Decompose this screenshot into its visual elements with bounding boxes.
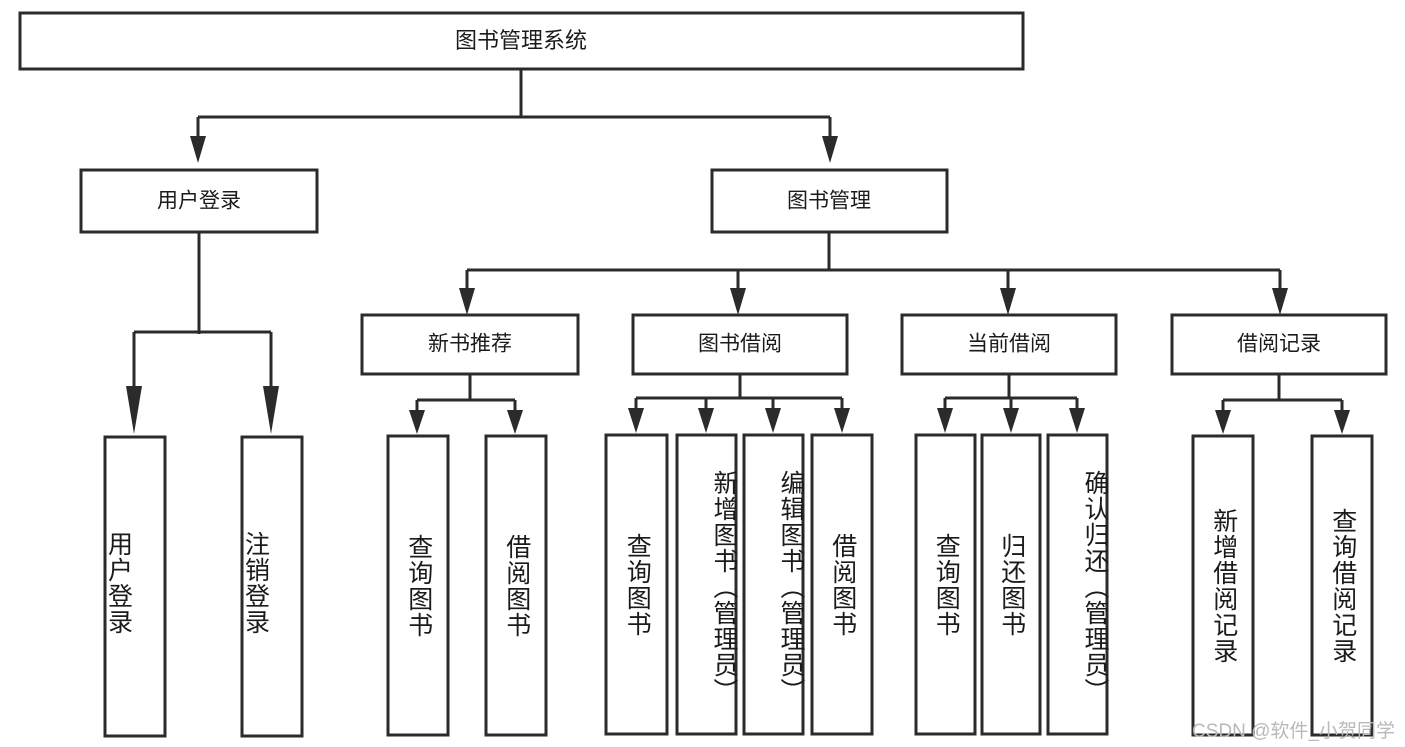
node-book-borrow-box[interactable] xyxy=(631,313,849,376)
arrow-nbr-leaf-1 xyxy=(507,410,523,434)
node-new-book-recommend[interactable]: 新书推荐 xyxy=(360,313,580,376)
node-borrow-record-label: 借阅记录 xyxy=(1237,333,1321,356)
arrow-nbr-leaf-0 xyxy=(409,410,425,434)
leaf-box-current-borrow-2[interactable] xyxy=(1046,433,1109,736)
leaf-box-book-borrow-2[interactable] xyxy=(742,433,805,736)
leaf-box-book-borrow-1[interactable] xyxy=(675,433,738,736)
node-current-borrow-label: 当前借阅 xyxy=(967,333,1051,356)
node-book-borrow-label: 图书借阅 xyxy=(698,333,782,356)
arrow-user-login-leaf-0 xyxy=(126,386,142,434)
arrow-bb-leaf-3 xyxy=(834,408,850,433)
node-user-login[interactable]: 用户登录 xyxy=(79,168,319,234)
node-borrow-record[interactable]: 借阅记录 xyxy=(1170,313,1388,376)
leaf-box-current-borrow-0[interactable] xyxy=(914,433,977,736)
arrow-user-login-leaf-1 xyxy=(263,386,279,434)
node-book-management-box[interactable] xyxy=(710,168,949,234)
node-new-book-recommend-box[interactable] xyxy=(360,313,580,376)
leaf-box-book-borrow-0[interactable] xyxy=(604,433,669,736)
csdn-watermark: CSDN @软件_小贺同学 xyxy=(1192,721,1395,742)
node-root[interactable]: 图书管理系统 xyxy=(18,11,1025,71)
arrow-level2-3 xyxy=(1272,288,1288,315)
leaf-box-new-book-recommend-0[interactable] xyxy=(386,434,450,737)
arrow-level1-1 xyxy=(822,136,838,163)
mask-user-login-stem xyxy=(190,334,208,416)
arrow-cb-leaf-0 xyxy=(937,408,953,433)
arrow-level2-0 xyxy=(459,288,475,315)
arrow-br-leaf-1 xyxy=(1334,410,1350,434)
arrow-level1-0 xyxy=(190,136,206,163)
arrow-cb-leaf-2 xyxy=(1069,408,1085,433)
node-book-management-label: 图书管理 xyxy=(787,190,871,213)
node-current-borrow-box[interactable] xyxy=(900,313,1118,376)
arrow-level2-2 xyxy=(1000,288,1016,315)
node-root-label: 图书管理系统 xyxy=(455,28,587,53)
leaf-box-user-login-0[interactable] xyxy=(103,435,167,738)
leaf-box-new-book-recommend-1[interactable] xyxy=(484,434,548,737)
leaf-box-user-login-1[interactable] xyxy=(240,435,304,738)
arrow-bb-leaf-2 xyxy=(765,408,781,433)
node-borrow-record-box[interactable] xyxy=(1170,313,1388,376)
arrow-br-leaf-0 xyxy=(1215,410,1231,434)
node-book-management[interactable]: 图书管理 xyxy=(710,168,949,234)
leaf-box-borrow-record-1[interactable] xyxy=(1310,434,1374,737)
leaf-box-current-borrow-1[interactable] xyxy=(980,433,1042,736)
node-book-borrow[interactable]: 图书借阅 xyxy=(631,313,849,376)
node-current-borrow[interactable]: 当前借阅 xyxy=(900,313,1118,376)
node-new-book-recommend-label: 新书推荐 xyxy=(428,333,512,356)
node-user-login-label: 用户登录 xyxy=(157,190,241,213)
arrow-bb-leaf-0 xyxy=(628,408,644,433)
leaf-box-book-borrow-3[interactable] xyxy=(810,433,874,736)
arrow-cb-leaf-1 xyxy=(1003,408,1019,433)
arrow-level2-1 xyxy=(730,288,746,315)
arrow-bb-leaf-1 xyxy=(698,408,714,433)
node-root-box[interactable] xyxy=(18,11,1025,71)
leaf-box-borrow-record-0[interactable] xyxy=(1191,434,1255,737)
